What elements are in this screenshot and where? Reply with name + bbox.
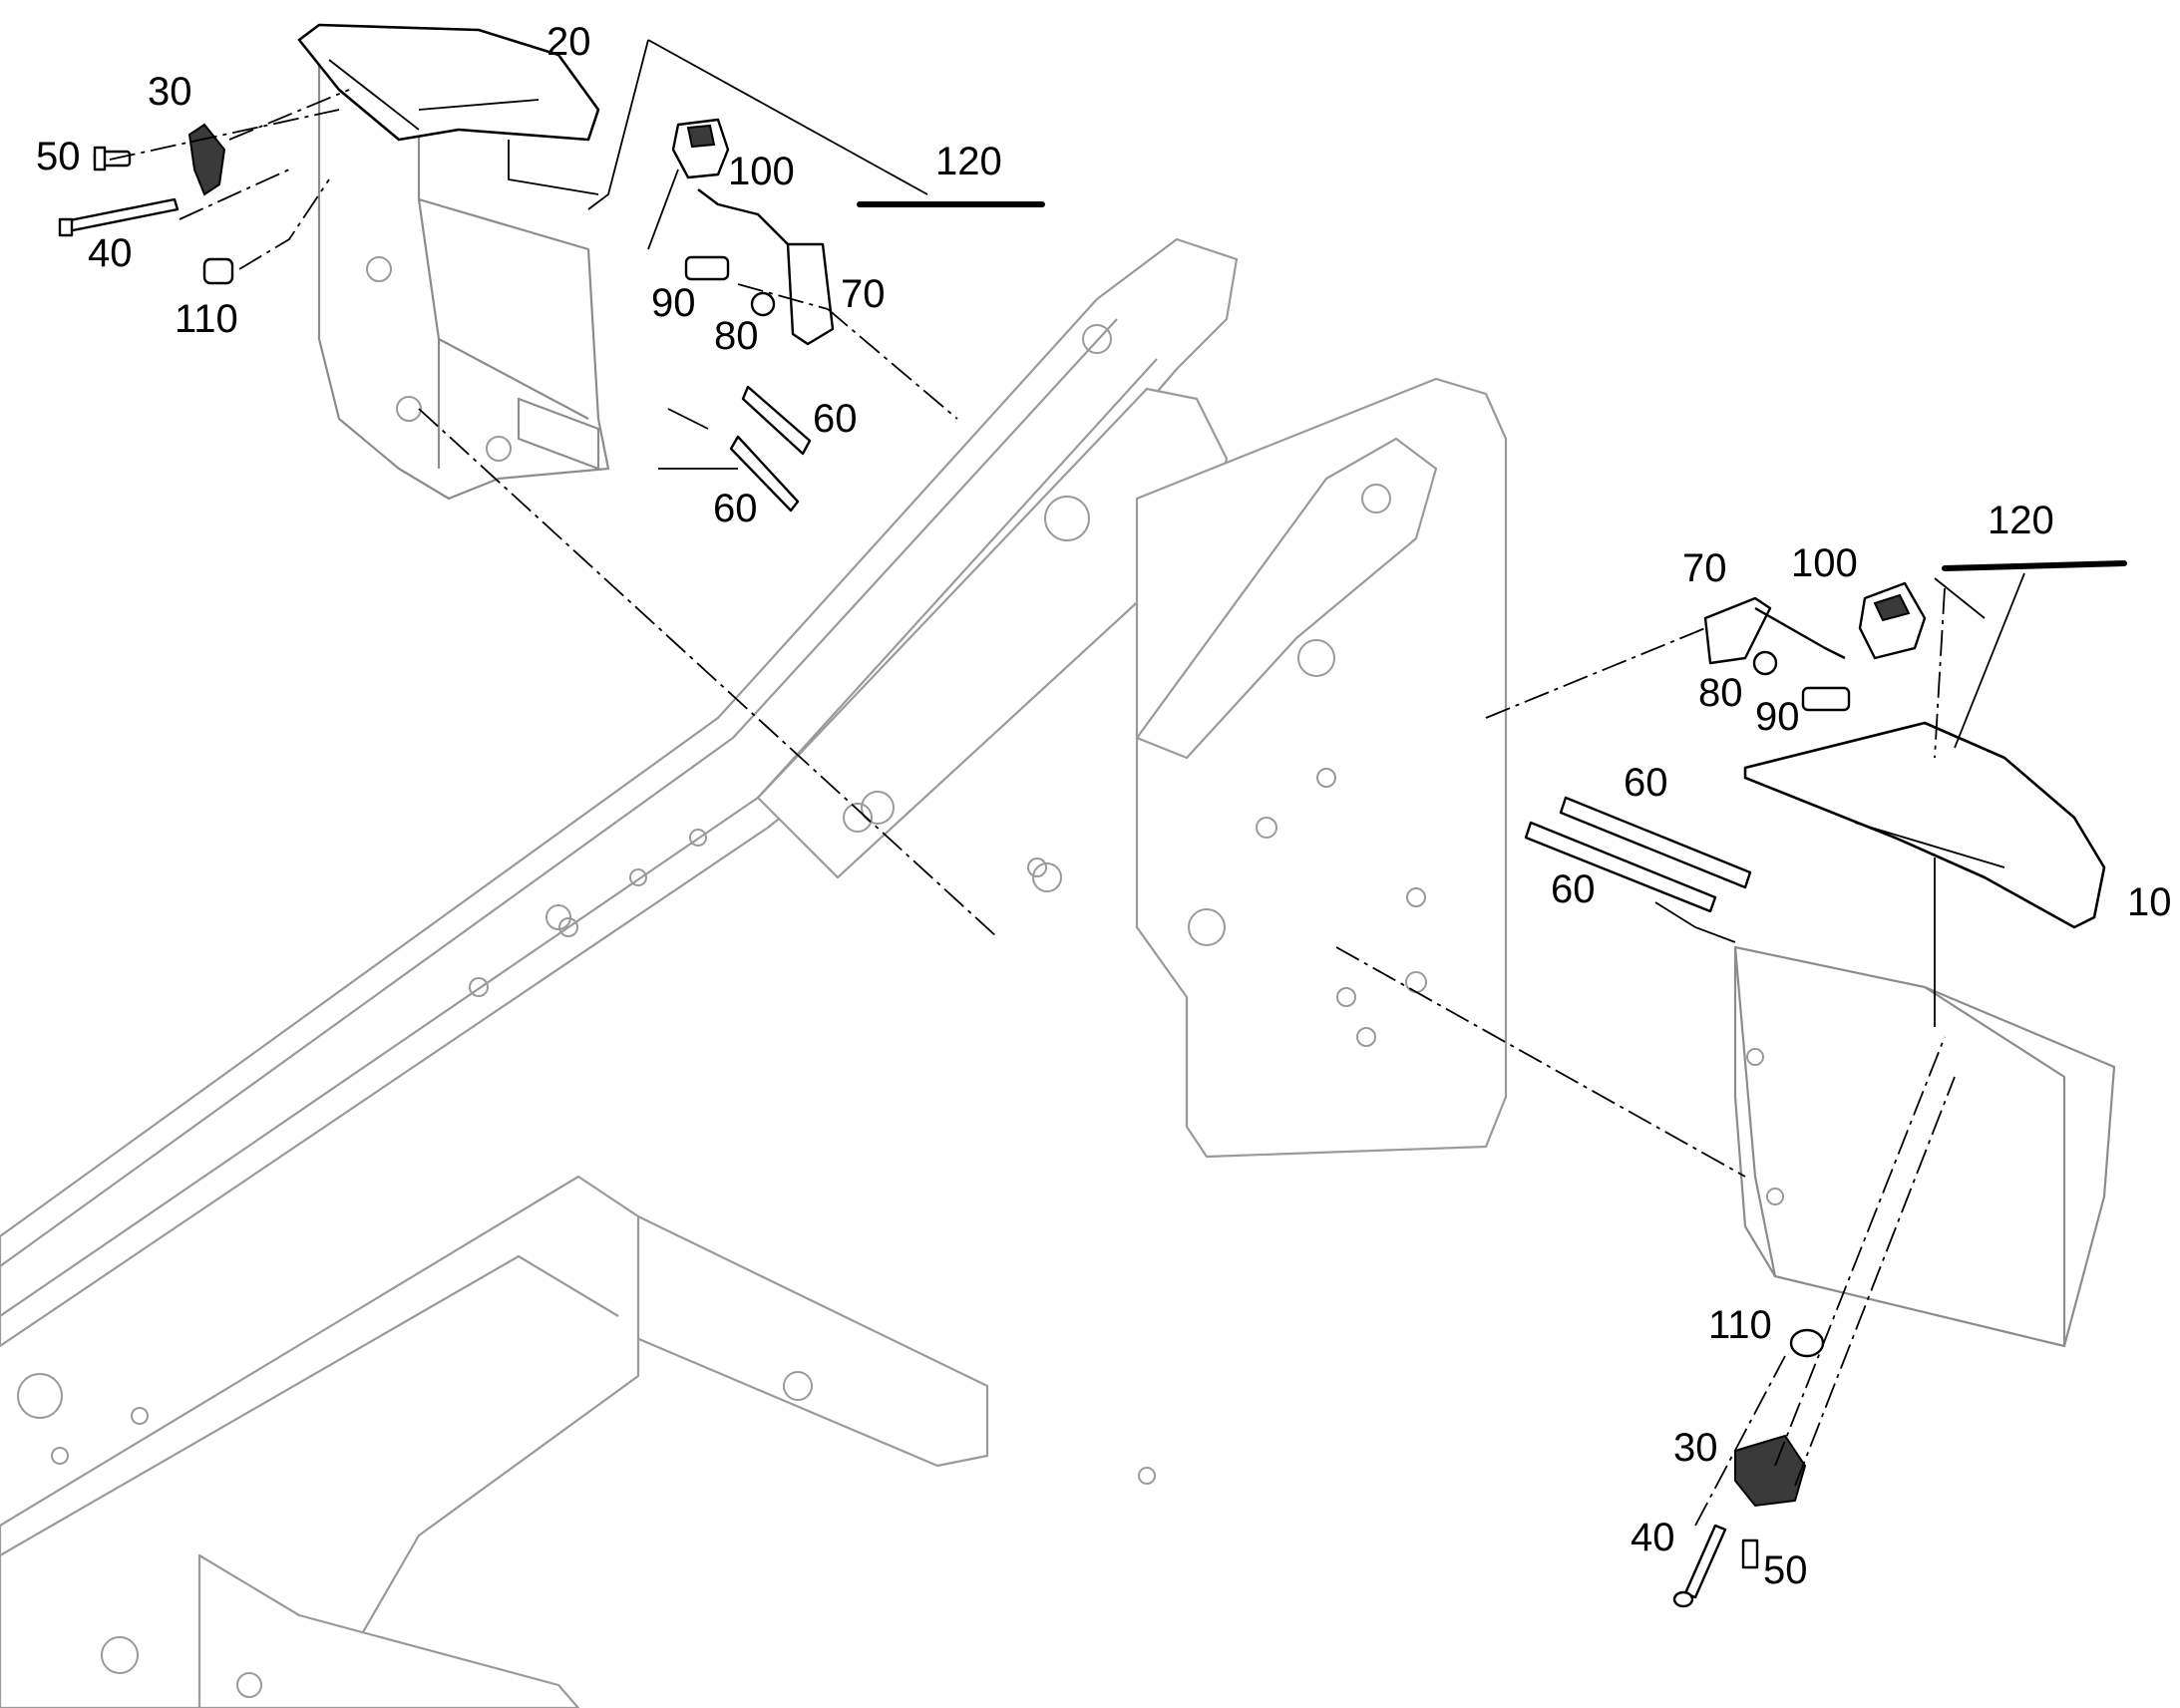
left-guard-housing [317, 58, 610, 501]
callout-70-top: 70 [841, 272, 886, 316]
callout-110-bottom: 110 [1708, 1303, 1772, 1347]
callout-60-top-a: 60 [813, 397, 858, 441]
right-hardware [1524, 560, 2127, 1608]
callout-10: 10 [2127, 880, 2172, 924]
callout-60-top-b: 60 [713, 487, 758, 530]
callout-120-right: 120 [1988, 499, 2054, 542]
main-chassis-frame [0, 237, 1508, 1708]
callout-100-right: 100 [1791, 541, 1858, 585]
callout-labels: 20 30 50 40 110 100 120 90 80 70 60 60 7… [36, 20, 2172, 1592]
top-left-hardware [58, 118, 1045, 512]
callout-40-bottom: 40 [1631, 1516, 1675, 1559]
callout-80-top: 80 [714, 314, 759, 358]
top-cover-part-20 [297, 23, 600, 142]
callout-90-top: 90 [651, 281, 696, 325]
callout-90-right: 90 [1755, 695, 1800, 739]
callout-110-top: 110 [175, 297, 238, 341]
callout-70-right: 70 [1682, 546, 1727, 590]
callout-60-right-b: 60 [1551, 867, 1596, 911]
callout-30-bottom: 30 [1673, 1426, 1718, 1470]
callout-100-top: 100 [728, 150, 795, 193]
right-cover-part-10 [1743, 721, 2106, 929]
callout-80-right: 80 [1698, 671, 1743, 715]
callout-50-top: 50 [36, 135, 81, 178]
assembly-lines [109, 39, 2025, 1527]
callout-50-bottom: 50 [1763, 1548, 1808, 1592]
callout-120-top: 120 [935, 140, 1002, 183]
callout-40-top: 40 [88, 231, 133, 275]
callout-60-right-a: 60 [1624, 761, 1668, 805]
right-guard-housing [1733, 945, 2116, 1348]
callout-30-top: 30 [148, 70, 192, 114]
callout-20: 20 [546, 20, 591, 64]
